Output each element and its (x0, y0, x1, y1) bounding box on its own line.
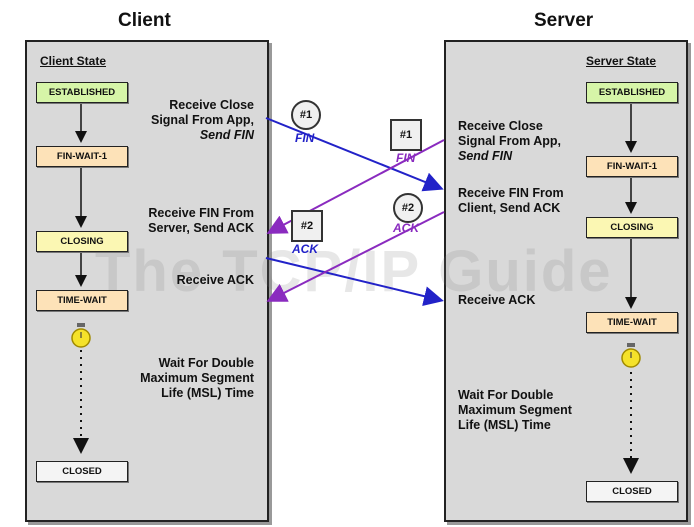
server-state-heading: Server State (586, 54, 657, 68)
client-wait-label: Wait For Double Maximum Segment Life (MS… (140, 356, 254, 400)
server-state-closing: CLOSING (586, 217, 678, 238)
client-fin-number: #1 (291, 100, 321, 130)
watermark: The TCP/IP Guide (95, 239, 613, 304)
server-recv-ack-label: Receive ACK (458, 293, 536, 307)
server-send-fin-label: Receive Close Signal From App, Send FIN (458, 119, 562, 163)
client-state-heading: Client State (40, 54, 107, 68)
server-state-time-wait: TIME-WAIT (586, 312, 678, 333)
server-ack-label: ACK (393, 221, 419, 235)
client-ack-label: ACK (292, 242, 318, 256)
client-recv-fin-label: Receive FIN From Server, Send ACK (148, 206, 254, 235)
client-state-time-wait: TIME-WAIT (36, 290, 128, 311)
server-recv-fin-label: Receive FIN From Client, Send ACK (458, 186, 564, 215)
server-title: Server (534, 10, 594, 31)
client-recv-ack-label: Receive ACK (176, 273, 254, 287)
server-wait-label: Wait For Double Maximum Segment Life (MS… (458, 388, 572, 432)
client-state-closing: CLOSING (36, 231, 128, 252)
server-state-closed: CLOSED (586, 481, 678, 502)
client-ack-number: #2 (291, 210, 323, 242)
client-fin-label: FIN (295, 131, 315, 145)
server-ack-number: #2 (393, 193, 423, 223)
client-panel (25, 40, 269, 522)
server-stopwatch-icon (621, 343, 641, 368)
client-state-established: ESTABLISHED (36, 82, 128, 103)
server-state-fin-wait-1: FIN-WAIT-1 (586, 156, 678, 177)
client-state-closed: CLOSED (36, 461, 128, 482)
server-fin-label: FIN (396, 151, 416, 165)
client-state-fin-wait-1: FIN-WAIT-1 (36, 146, 128, 167)
server-state-established: ESTABLISHED (586, 82, 678, 103)
client-title: Client (118, 10, 171, 31)
server-fin-number: #1 (390, 119, 422, 151)
client-stopwatch-icon (71, 323, 91, 348)
server-panel (444, 40, 688, 522)
client-send-fin-label: Receive Close Signal From App, Send FIN (150, 98, 254, 142)
